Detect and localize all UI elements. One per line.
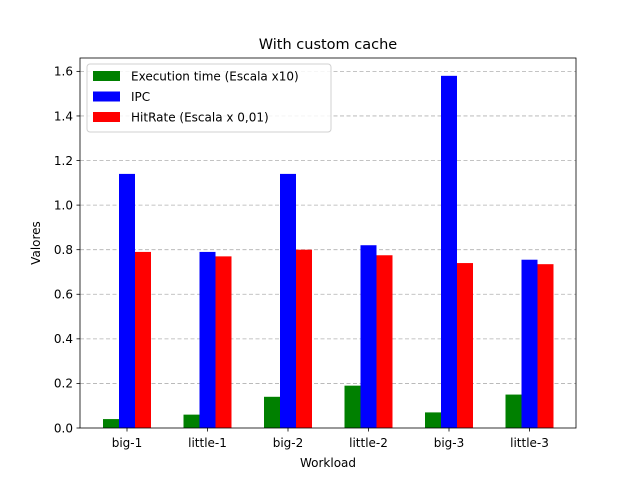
x-tick-label: big-2 [273,436,304,450]
y-tick-label: 1.6 [54,65,73,79]
x-axis: big-1 little-1 big-2 little-2 big-3 little-3 [112,428,549,450]
legend-swatch [93,112,120,122]
bar [280,173,296,428]
x-axis-label: Workload [300,456,356,470]
bar [135,251,151,428]
x-tick-label: little-2 [349,436,388,450]
x-tick-label: little-1 [188,436,227,450]
bar [521,259,538,428]
y-axis-label: Valores [29,221,43,265]
y-tick-label: 0.2 [54,377,73,391]
bar [199,251,216,428]
y-tick-label: 0.4 [54,332,73,346]
bar [505,394,522,428]
bar [103,419,119,428]
x-tick-label: big-3 [434,436,465,450]
bar [183,414,200,428]
y-tick-label: 1.0 [54,198,73,212]
bar [457,263,473,428]
bar [215,256,232,428]
y-tick-label: 0.8 [54,243,73,257]
bar [537,264,554,428]
legend-label: HitRate (Escala x 0,01) [131,111,269,125]
bar [264,396,280,428]
x-tick-label: little-3 [510,436,549,450]
bars [103,75,554,428]
legend-label: IPC [131,90,150,104]
legend-frame [86,63,332,133]
bar [344,385,361,428]
y-tick-label: 0.6 [54,288,73,302]
bar [360,245,377,428]
bar [119,173,135,428]
legend-swatch [93,91,120,102]
bar [441,75,457,428]
legend-swatch [93,71,120,81]
chart-title: With custom cache [259,37,398,53]
legend-label: Execution time (Escala x10) [131,70,299,84]
bar [376,255,393,428]
y-tick-label: 1.4 [54,109,73,123]
y-tick-label: 1.2 [54,154,73,168]
y-tick-label: 0.0 [54,421,73,435]
y-axis: 0.0 0.2 0.4 0.6 0.8 1.0 1.2 1.4 1.6 [54,65,80,435]
legend: Execution time (Escala x10) IPC HitRate (E… [86,63,332,133]
x-tick-label: big-1 [112,436,143,450]
bar [296,249,312,428]
bar [425,412,441,428]
plot-frame [79,57,577,429]
